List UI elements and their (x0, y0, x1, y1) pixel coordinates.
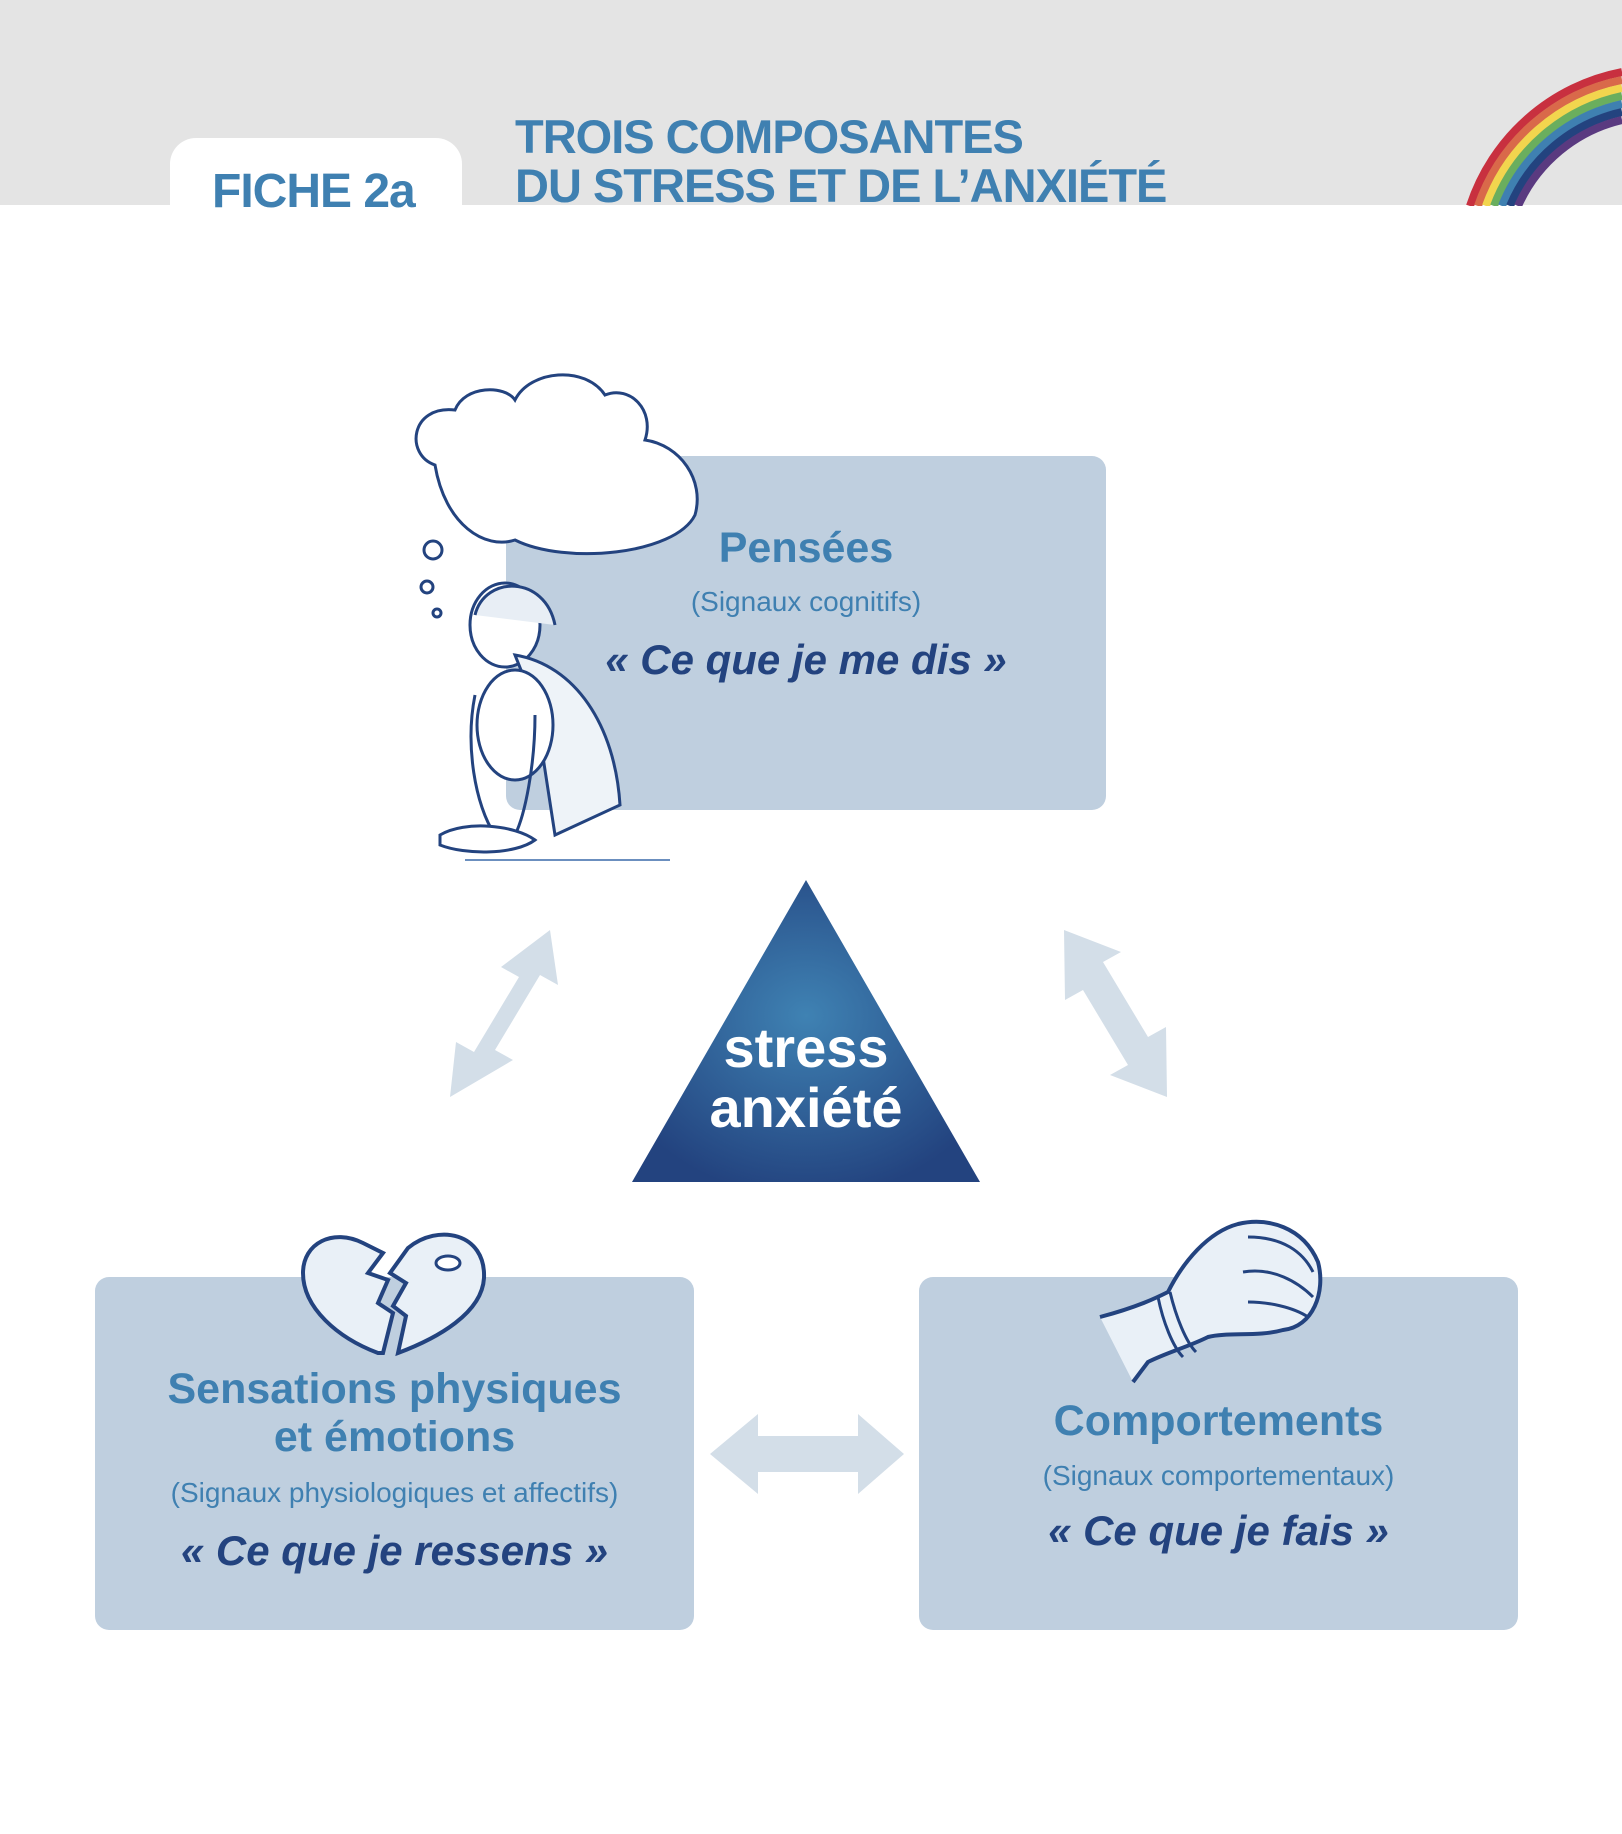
comportements-box: Comportements (Signaux comportementaux) … (919, 1277, 1518, 1630)
page-title: TROIS COMPOSANTES DU STRESS ET DE L’ANXI… (515, 110, 1167, 212)
sensations-box: Sensations physiques et émotions (Signau… (95, 1277, 694, 1630)
fiche-label: FICHE 2a (212, 165, 416, 218)
sensations-title-2: et émotions (273, 1413, 516, 1461)
comportements-quote: « Ce que je fais » (1048, 1507, 1389, 1554)
comportements-title: Comportements (1053, 1397, 1384, 1445)
rainbow-icon (1466, 68, 1622, 206)
title-line-1: TROIS COMPOSANTES (515, 110, 1024, 163)
sensations-subtitle: (Signaux physiologiques et affectifs) (170, 1477, 619, 1508)
pensees-subtitle: (Signaux cognitifs) (690, 586, 922, 617)
comportements-subtitle: (Signaux comportementaux) (1042, 1460, 1395, 1491)
title-line-2: DU STRESS ET DE L’ANXIÉTÉ (515, 159, 1167, 212)
triangle-label-stress: stress (723, 1016, 889, 1079)
broken-heart-icon (300, 1232, 487, 1357)
sensations-quote: « Ce que je ressens » (180, 1527, 609, 1574)
pensees-title: Pensées (718, 524, 894, 572)
arrow-pensees-sensations (450, 930, 558, 1097)
thinking-child-illustration (414, 373, 699, 861)
arrow-pensees-comportements (1064, 930, 1167, 1097)
arrow-sensations-comportements (710, 1414, 904, 1494)
pensees-quote: « Ce que je me dis » (605, 636, 1007, 683)
sensations-title-1: Sensations physiques (167, 1365, 622, 1413)
triangle-label-anxiete: anxiété (709, 1076, 903, 1139)
fiche-tab: FICHE 2a (170, 138, 462, 288)
stress-triangle (632, 880, 980, 1182)
fist-icon (1099, 1219, 1323, 1384)
